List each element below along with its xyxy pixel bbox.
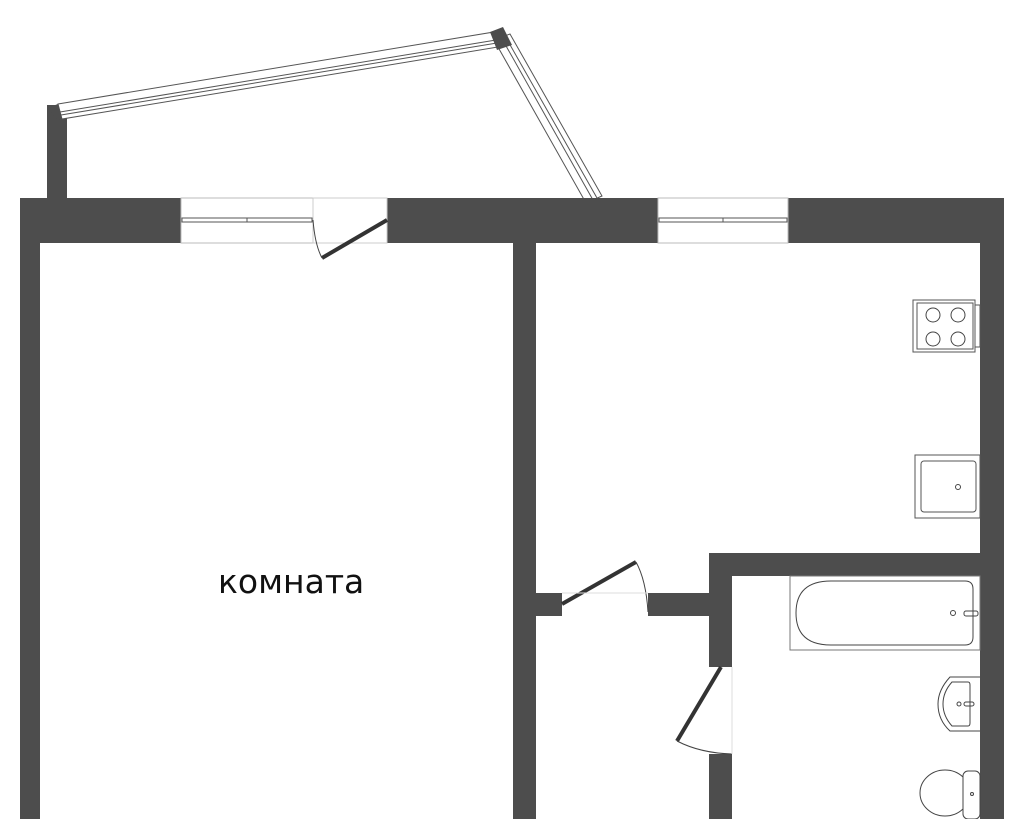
window [657,197,789,244]
kitchen-sink [914,454,981,519]
balcony-corner [47,104,62,120]
balcony [47,27,603,204]
window [180,197,314,244]
balcony-post [47,105,67,200]
kitchen-door[interactable] [561,560,649,613]
balcony-door[interactable] [312,197,389,260]
toilet [919,769,981,819]
washbasin [937,676,980,732]
bathroom-door[interactable] [675,665,733,755]
walls [20,198,1004,819]
balcony-corner [490,27,512,50]
bathtub [789,575,981,651]
room-label-living-room: комната [218,562,365,601]
stove [912,299,981,353]
